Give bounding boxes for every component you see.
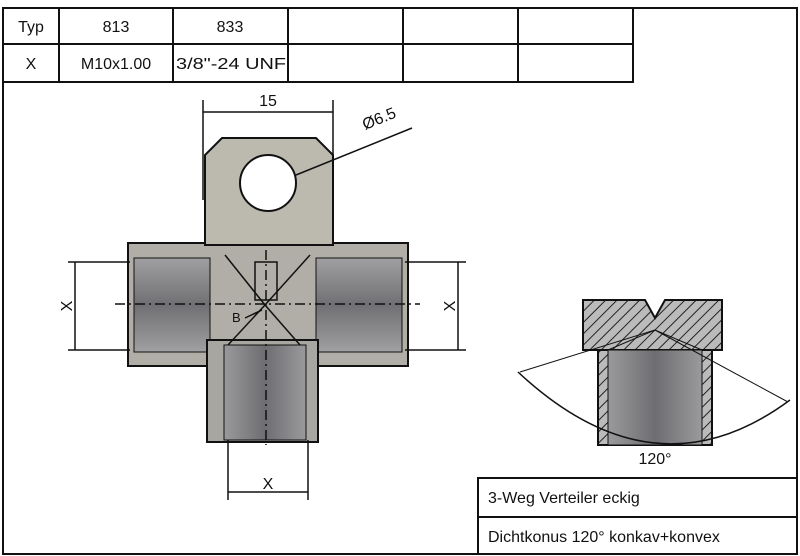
- dimension-lines: [68, 100, 466, 500]
- part-description: Dichtkonus 120° konkav+konvex: [488, 529, 720, 546]
- table-cell: X: [26, 56, 37, 73]
- type-table: [2, 7, 634, 83]
- part-front-view: [127, 137, 409, 443]
- table-cell: M10x1.00: [81, 56, 151, 73]
- width-dimension: 15: [259, 93, 277, 110]
- hole-diameter-dimension: Ø6.5: [360, 105, 399, 134]
- table-cell: 813: [103, 19, 130, 36]
- thread-dimension-left: X: [59, 300, 76, 311]
- table-cell: Typ: [18, 19, 44, 36]
- title-block: [477, 477, 798, 555]
- table-cell: 3/8"-24 UNF: [176, 56, 286, 73]
- cone-section-view: [517, 299, 791, 446]
- thread-dimension-bottom: X: [263, 476, 274, 493]
- section-label: B: [232, 310, 241, 325]
- thread-dimension-right: X: [442, 300, 459, 311]
- table-cell: 833: [217, 19, 244, 36]
- cone-angle-dimension: 120°: [638, 451, 671, 468]
- part-name: 3-Weg Verteiler eckig: [488, 490, 640, 507]
